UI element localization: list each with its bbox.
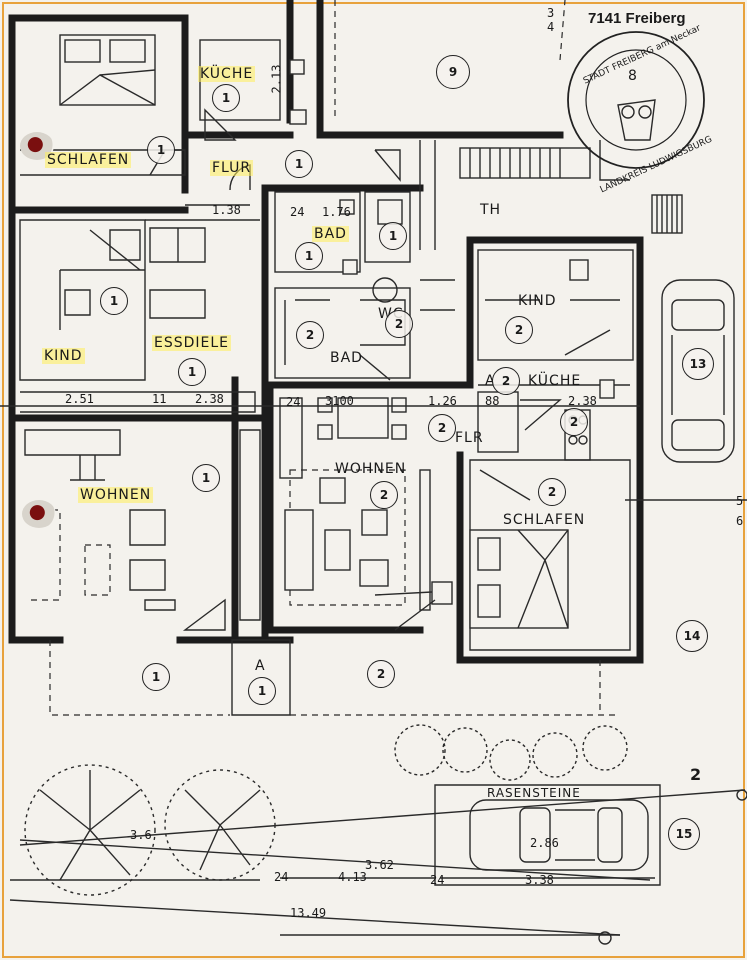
dimension-1-38: 1.38 bbox=[212, 203, 241, 217]
unit-badge-2-schlafen: 2 bbox=[538, 478, 566, 506]
dimension-6: 6 bbox=[736, 514, 744, 528]
dimension-2-86: 2.86 bbox=[530, 836, 559, 850]
unit-badge-1-flur: 1 bbox=[285, 150, 313, 178]
unit-badge-2-kind: 2 bbox=[505, 316, 533, 344]
unit-badge-2-bad: 2 bbox=[296, 321, 324, 349]
room-label-th: TH bbox=[480, 202, 502, 218]
unit-badge-2-terrace: 2 bbox=[367, 660, 395, 688]
dimension-3-38: 3.38 bbox=[525, 873, 554, 887]
dimension-24-a: 24 bbox=[290, 205, 305, 219]
dimension-2-13: 2.13 bbox=[269, 64, 284, 94]
dimension-4-13: 4.13 bbox=[338, 870, 367, 884]
dimension-13-49: 13.49 bbox=[290, 906, 327, 920]
room-label-wohnen-left: WOHNEN bbox=[78, 487, 154, 503]
unit-badge-2-a: 2 bbox=[492, 367, 520, 395]
unit-badge-2-flr: 2 bbox=[428, 414, 456, 442]
dimension-3: 3 bbox=[547, 6, 555, 20]
dimension-11: 11 bbox=[152, 392, 167, 406]
unit-badge-1-kueche: 1 bbox=[212, 84, 240, 112]
unit-badge-1-bad: 1 bbox=[295, 242, 323, 270]
unit-badge-9: 9 bbox=[436, 55, 470, 89]
dimension-5: 5 bbox=[736, 494, 744, 508]
unit-badge-1-terrace: 1 bbox=[142, 663, 170, 691]
unit-badge-13: 13 bbox=[682, 348, 714, 380]
unit-badge-15: 15 bbox=[668, 818, 700, 850]
unit-badge-1-wohnen: 1 bbox=[192, 464, 220, 492]
dimension-24-b: 24 bbox=[286, 395, 301, 409]
dimension-2-38-right: 2.38 bbox=[568, 394, 597, 408]
dimension-24-c: 24 bbox=[274, 870, 289, 884]
unit-badge-2-kueche: 2 bbox=[560, 408, 588, 436]
dimension-2: 2 bbox=[690, 765, 703, 784]
room-label-a-bottom: A bbox=[255, 658, 266, 674]
unit-badge-2-wohnen: 2 bbox=[370, 481, 398, 509]
unit-badge-1-a: 1 bbox=[248, 677, 276, 705]
dimension-3100: 3100 bbox=[325, 394, 354, 408]
room-label-flr: FLR bbox=[455, 430, 484, 446]
dimension-3-6: 3.6 bbox=[130, 828, 152, 842]
room-label-flur: FLUR bbox=[210, 160, 254, 176]
dimension-2-51: 2.51 bbox=[65, 392, 94, 406]
room-label-a-small: A bbox=[485, 373, 496, 389]
stamp-number: 8 bbox=[628, 68, 638, 84]
dimension-88: 88 bbox=[485, 394, 500, 408]
room-label-essdiele: ESSDIELE bbox=[152, 335, 232, 351]
unit-badge-1-schlafen: 1 bbox=[147, 136, 175, 164]
dimension-2-38: 2.38 bbox=[195, 392, 224, 406]
dimension-3-62: 3.62 bbox=[365, 858, 394, 872]
unit-badge-2-wc: 2 bbox=[385, 310, 413, 338]
dimension-4: 4 bbox=[547, 20, 555, 34]
room-label-schlafen-left: SCHLAFEN bbox=[45, 152, 132, 168]
unit-badge-1-essdiele: 1 bbox=[178, 358, 206, 386]
room-label-kind-right: KIND bbox=[518, 293, 557, 309]
room-label-wohnen-center: WOHNEN bbox=[335, 461, 407, 477]
room-label-rasensteine: RASENSTEINE bbox=[487, 786, 581, 800]
town-header: 7141 Freiberg bbox=[588, 10, 686, 27]
unit-badge-14: 14 bbox=[676, 620, 708, 652]
room-label-kueche-left: KÜCHE bbox=[198, 66, 256, 82]
punch-hole-bottom bbox=[22, 500, 56, 528]
unit-badge-1-kind: 1 bbox=[100, 287, 128, 315]
room-label-kind-left: KIND bbox=[42, 348, 85, 364]
dimension-24-d: 24 bbox=[430, 873, 445, 887]
room-label-kueche-right: KÜCHE bbox=[528, 373, 582, 389]
room-label-bad-middle: BAD bbox=[330, 350, 363, 366]
room-label-schlafen-right: SCHLAFEN bbox=[503, 512, 586, 528]
unit-badge-1-wc: 1 bbox=[379, 222, 407, 250]
room-label-bad-top: BAD bbox=[312, 226, 349, 242]
dimension-1-26: 1.26 bbox=[428, 394, 457, 408]
dimension-1-76: 1.76 bbox=[322, 205, 351, 219]
